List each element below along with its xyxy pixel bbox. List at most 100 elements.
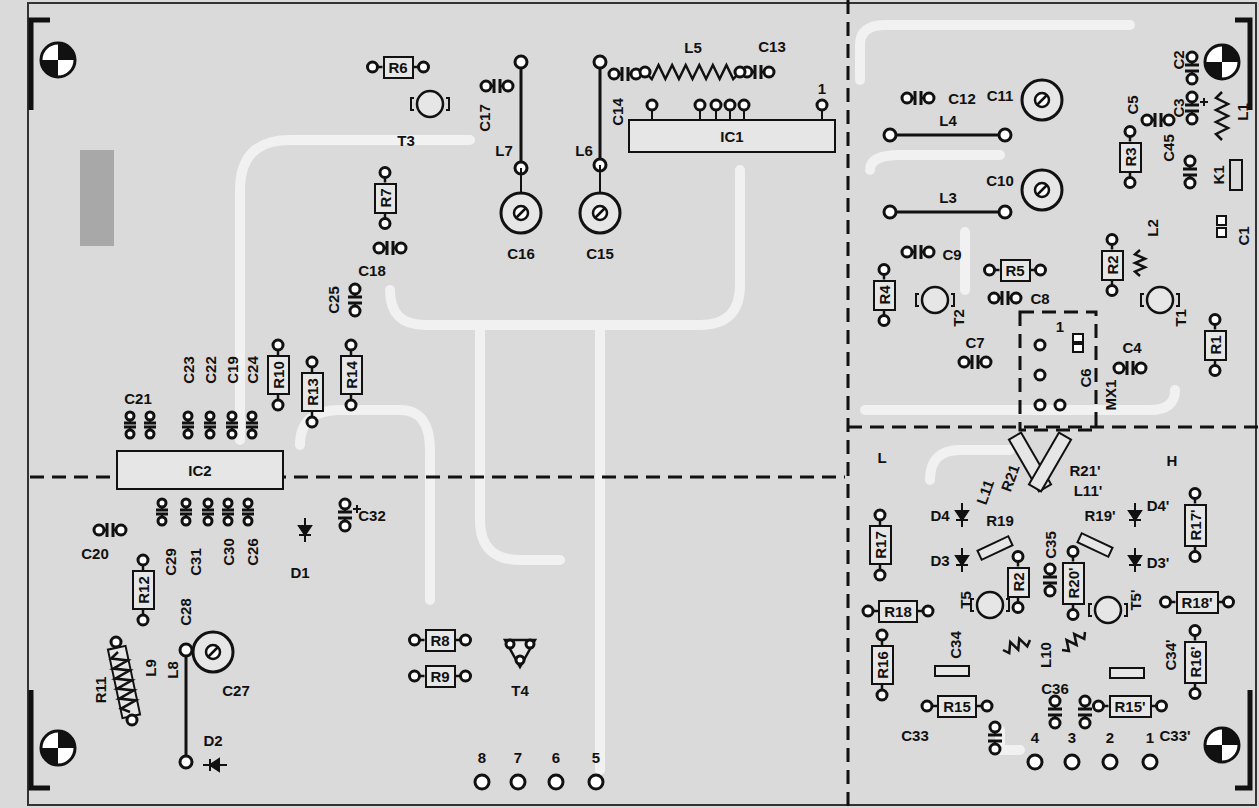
registration-target (1205, 45, 1239, 79)
solder-pad (1011, 293, 1021, 303)
capacitor-plate (156, 509, 168, 512)
solder-pad (146, 412, 154, 420)
wire-inductor (185, 650, 188, 762)
capacitor-plate (156, 513, 168, 516)
solder-pad (1185, 178, 1195, 188)
solder-pad (307, 357, 317, 367)
solder-pad (1068, 547, 1078, 557)
component-label: R11 (93, 677, 108, 704)
solder-pad (1068, 610, 1078, 620)
solder-pad (1224, 597, 1234, 607)
capacitor-plate (1185, 110, 1199, 113)
part-name: R20' (1066, 567, 1081, 598)
solder-pad (350, 306, 360, 316)
component-label: C34 (948, 631, 963, 659)
resistor-body: R17' (1184, 504, 1207, 547)
pad-number: 1 (818, 81, 826, 96)
solder-pad (244, 517, 252, 525)
divider-line (848, 426, 1259, 429)
solder-pad (982, 701, 992, 711)
solder-pad (138, 555, 148, 565)
solder-pad (902, 93, 912, 103)
capacitor-plate (499, 79, 502, 93)
trimmer-rotor (1035, 183, 1049, 197)
resistor-body: R8 (425, 629, 456, 652)
solder-pad (1094, 701, 1104, 711)
solder-pad (884, 206, 896, 218)
capacitor-plate (1183, 168, 1197, 171)
diode-symbol (956, 511, 968, 520)
registration-target (41, 43, 75, 77)
component-label: C2 (1171, 50, 1186, 69)
resistor-body: R18 (878, 600, 918, 623)
capacitor-plate (754, 65, 757, 79)
solder-pad (350, 284, 360, 294)
capacitor-body (1073, 344, 1083, 352)
component-label: T1 (1173, 309, 1188, 327)
trimmer-body (1022, 80, 1062, 120)
solder-pad (1065, 755, 1079, 769)
resistor-body: R3 (1119, 142, 1142, 173)
component-label: C45 (1161, 134, 1176, 162)
trace (930, 450, 1010, 480)
part-text-holder: R17 (873, 531, 888, 559)
component-label: D1 (290, 565, 309, 580)
part-text-holder: R9 (430, 669, 449, 684)
component-label: T5 (958, 591, 973, 609)
solder-pad (346, 400, 356, 410)
part-text-holder: R2 (1105, 255, 1120, 274)
resistor-body: R10 (267, 355, 290, 395)
solder-pad (206, 430, 214, 438)
diode-symbol (1129, 556, 1141, 565)
part-name: R9 (430, 669, 449, 684)
component-label: L8 (165, 661, 180, 679)
solder-pad (924, 247, 934, 257)
solder-pad (127, 715, 137, 725)
component-label: C34' (1163, 639, 1178, 670)
component-label: C3 (1171, 98, 1186, 117)
solder-pad (481, 81, 491, 91)
solder-pad (526, 640, 534, 648)
component-label: C24 (245, 356, 260, 384)
trimmer-slot (1037, 185, 1047, 195)
solder-pad (138, 615, 148, 625)
pad-number: 6 (552, 750, 560, 765)
wire-inductor (890, 134, 1005, 137)
registration-target (1205, 45, 1239, 79)
solder-pad (116, 525, 126, 535)
solder-pad (410, 671, 420, 681)
trace (595, 325, 605, 770)
part-name: R6 (388, 60, 407, 75)
board-outline (28, 3, 1256, 805)
component-label: C29 (163, 548, 178, 576)
part-text-holder: R18 (884, 604, 912, 619)
solder-pad (380, 219, 390, 229)
capacitor-body (1217, 216, 1226, 225)
capacitor-plate (977, 355, 980, 369)
part-name: R4 (877, 285, 892, 304)
solder-pad (1045, 564, 1055, 574)
capacitor-plate (246, 426, 258, 429)
solder-pad (640, 67, 650, 77)
trace (240, 140, 470, 440)
pad-number: 4 (1031, 730, 1039, 745)
resistor-body: R15' (1109, 695, 1152, 718)
inductor-coil (645, 65, 740, 79)
solder-pad (307, 417, 317, 427)
trace (870, 155, 1000, 170)
transistor-body (1095, 597, 1121, 623)
part-text-holder: R14 (344, 361, 359, 389)
capacitor-plate (1048, 714, 1062, 717)
solder-pad (516, 656, 524, 664)
part-name: R17 (873, 531, 888, 559)
trimmer-body (501, 193, 541, 233)
component-label: C8 (1030, 291, 1049, 306)
registration-target (41, 43, 75, 77)
component-label: C30 (221, 538, 236, 566)
component-label: C11 (987, 88, 1014, 103)
component-label: L7 (495, 143, 513, 158)
component-label: T2 (951, 309, 966, 327)
solder-pad (1028, 755, 1042, 769)
solder-pad (111, 637, 121, 647)
registration-target (1205, 728, 1239, 762)
